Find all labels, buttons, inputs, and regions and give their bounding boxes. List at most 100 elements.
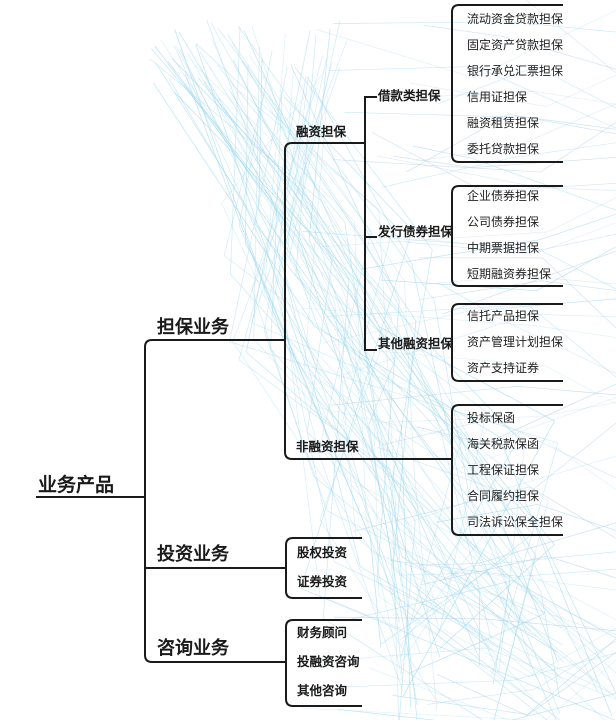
other-financing-items-bracket [451, 303, 563, 382]
leaf-item: 司法诉讼保全担保 [467, 515, 564, 529]
loan-items-bracket [451, 4, 563, 163]
bg-line [206, 19, 500, 674]
bg-line [372, 132, 616, 192]
level1-bracket [144, 339, 285, 663]
bg-line [178, 31, 480, 658]
leaf-item: 固定资产贷款担保 [467, 38, 564, 52]
bg-line [381, 142, 616, 188]
bg-line [321, 197, 616, 247]
bg-line [210, 22, 598, 684]
bg-line [423, 275, 616, 285]
bg-line [290, 64, 561, 720]
leaf-item: 资产支持证券 [467, 361, 540, 375]
bg-line [443, 628, 616, 678]
bg-line [308, 28, 411, 708]
bg-line [352, 486, 616, 539]
bg-line [436, 504, 616, 531]
bg-line [423, 24, 616, 70]
bg-line [274, 62, 534, 699]
bg-line [229, 67, 559, 673]
bond-items-bracket [451, 185, 563, 287]
bg-line [322, 647, 616, 700]
bg-line [442, 250, 616, 315]
bg-line [174, 29, 382, 648]
bg-line [289, 20, 563, 646]
bg-line [419, 257, 616, 329]
bg-line [217, 28, 404, 691]
node-loan-guarantee: 借款类担保 [378, 88, 441, 103]
bg-line [197, 77, 520, 622]
bg-line [369, 667, 511, 720]
bg-line [168, 78, 513, 645]
bg-line [386, 222, 616, 253]
bg-line [316, 10, 616, 79]
leaf-item: 投标保函 [467, 411, 516, 425]
bg-line [360, 213, 616, 270]
leaf-item: 合同履约担保 [467, 489, 540, 503]
bg-line [216, 64, 559, 684]
bg-line [195, 64, 403, 680]
investment-items-bracket [285, 537, 362, 599]
bg-line [419, 522, 616, 566]
bg-line [302, 231, 616, 290]
bg-line [406, 113, 616, 173]
bg-line [525, 0, 616, 74]
bg-line [151, 48, 483, 720]
bg-line [280, 76, 611, 694]
bg-line [444, 439, 616, 490]
bg-line [437, 652, 616, 716]
leaf-item: 流动资金贷款担保 [467, 12, 564, 26]
bg-line [251, 26, 549, 696]
bg-line [392, 638, 616, 715]
bg-line [343, 580, 616, 639]
node-investment-business: 投资业务 [157, 544, 229, 565]
node-consulting-business: 咨询业务 [157, 638, 229, 659]
node-non-financing-guarantee: 非融资担保 [296, 439, 359, 454]
leaf-item: 证券投资 [297, 574, 348, 589]
node-financing-guarantee: 融资担保 [296, 124, 347, 139]
bg-line [229, 89, 556, 697]
bg-line [392, 155, 616, 168]
bg-line [245, 30, 511, 685]
bg-line [410, 75, 616, 107]
leaf-item: 中期票据担保 [467, 241, 540, 255]
bg-line [195, 43, 531, 631]
leaf-item: 委托贷款担保 [467, 142, 540, 156]
bg-line [415, 383, 616, 444]
bg-line [333, 122, 616, 173]
bg-line [413, 145, 616, 211]
bg-line [238, 90, 616, 699]
leaf-item: 股权投资 [297, 545, 348, 560]
bg-line [263, 33, 611, 682]
bg-line [179, 48, 421, 654]
bg-line [307, 76, 557, 720]
leaf-item: 企业债券担保 [467, 189, 540, 203]
bg-line [380, 246, 616, 292]
leaf-item: 短期融资券担保 [467, 267, 552, 281]
bg-line [333, 21, 616, 33]
bg-line [419, 280, 616, 300]
bg-line [302, 659, 616, 720]
bg-line [380, 401, 616, 423]
node-bond-guarantee: 发行债券担保 [378, 224, 454, 239]
bg-line [301, 307, 616, 338]
bg-line [330, 385, 616, 406]
bg-line [173, 44, 564, 663]
bg-line [203, 81, 560, 697]
bg-line [361, 349, 616, 405]
bg-line [184, 73, 441, 658]
leaf-item: 信托产品担保 [467, 309, 540, 323]
bg-line [343, 313, 616, 375]
bg-line [262, 76, 540, 705]
bg-line [415, 103, 616, 162]
leaf-item: 工程保证担保 [467, 463, 540, 477]
bg-line [232, 41, 601, 632]
bg-line [211, 39, 539, 680]
leaf-item: 信用证担保 [467, 90, 528, 104]
leaf-item: 银行承兑汇票担保 [467, 64, 564, 78]
bg-line [439, 551, 616, 581]
bg-line [405, 233, 616, 254]
bg-line [149, 58, 462, 657]
